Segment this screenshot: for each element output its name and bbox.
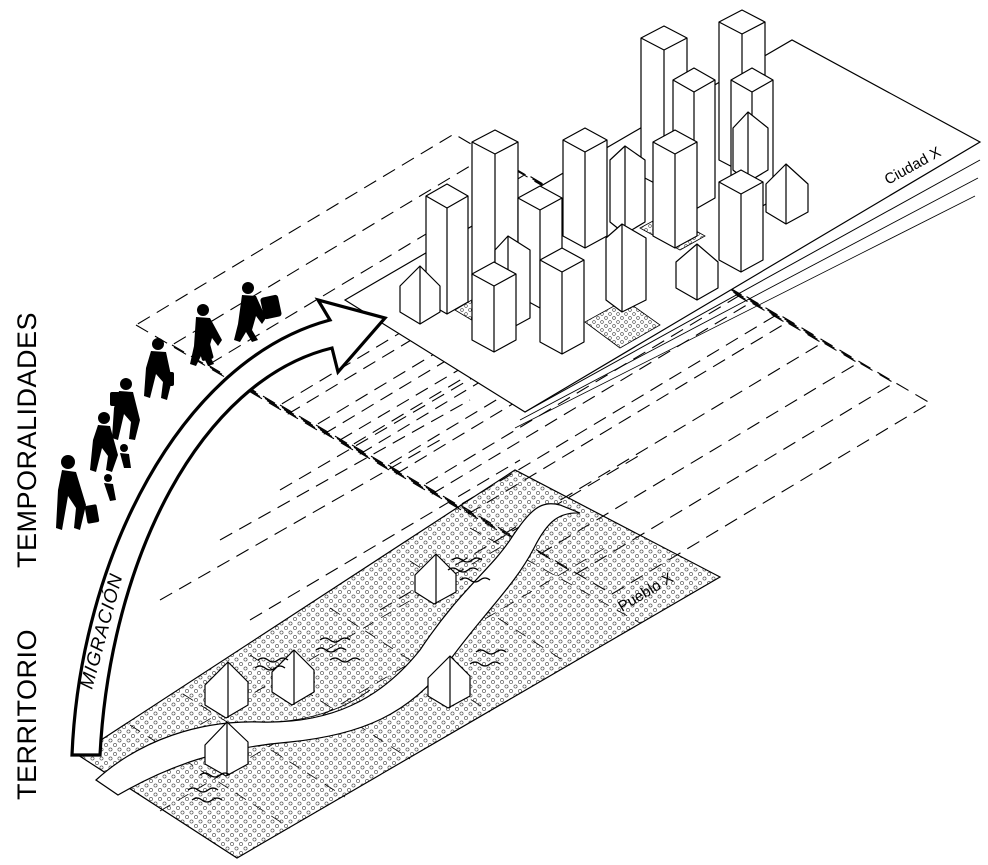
- house: [414, 553, 457, 605]
- territorio-label: TERRITORIO: [12, 628, 42, 800]
- tower: [718, 169, 764, 273]
- tower: [652, 129, 698, 249]
- house: [427, 655, 471, 709]
- tower: [562, 127, 608, 249]
- temporal-layer: [206, 173, 680, 455]
- migrant-figure-icon: [90, 412, 131, 472]
- house: [399, 265, 441, 325]
- temporalidades-label: TEMPORALIDADES: [12, 311, 42, 568]
- migrant-silhouettes: [56, 282, 282, 530]
- house: [204, 721, 249, 777]
- river: [95, 503, 581, 796]
- migrant-figure-icon: [234, 282, 282, 342]
- house: [675, 243, 719, 301]
- city-buildings: [399, 9, 809, 355]
- tower: [471, 261, 517, 353]
- house: [204, 661, 249, 719]
- house: [609, 145, 646, 235]
- temporal-line: [249, 459, 521, 621]
- migrant-figure-icon: [56, 455, 116, 530]
- village-plane: Pueblo X: [76, 469, 722, 859]
- tower: [539, 247, 585, 355]
- temporal-line: [219, 399, 471, 541]
- river-path: [259, 689, 371, 723]
- temporal-line: [159, 439, 441, 601]
- house: [271, 649, 315, 706]
- temporal-layer: [170, 153, 644, 435]
- migrant-figure-icon: [144, 338, 174, 400]
- migrant-figure-icon: [110, 378, 140, 440]
- migration-label: MIGRACIÓN: [76, 571, 128, 691]
- house: [765, 163, 809, 225]
- house: [732, 111, 769, 183]
- house: [605, 223, 647, 313]
- crop-fields: [187, 557, 507, 803]
- village-houses: [204, 553, 471, 777]
- migrant-figure-icon: [190, 304, 222, 366]
